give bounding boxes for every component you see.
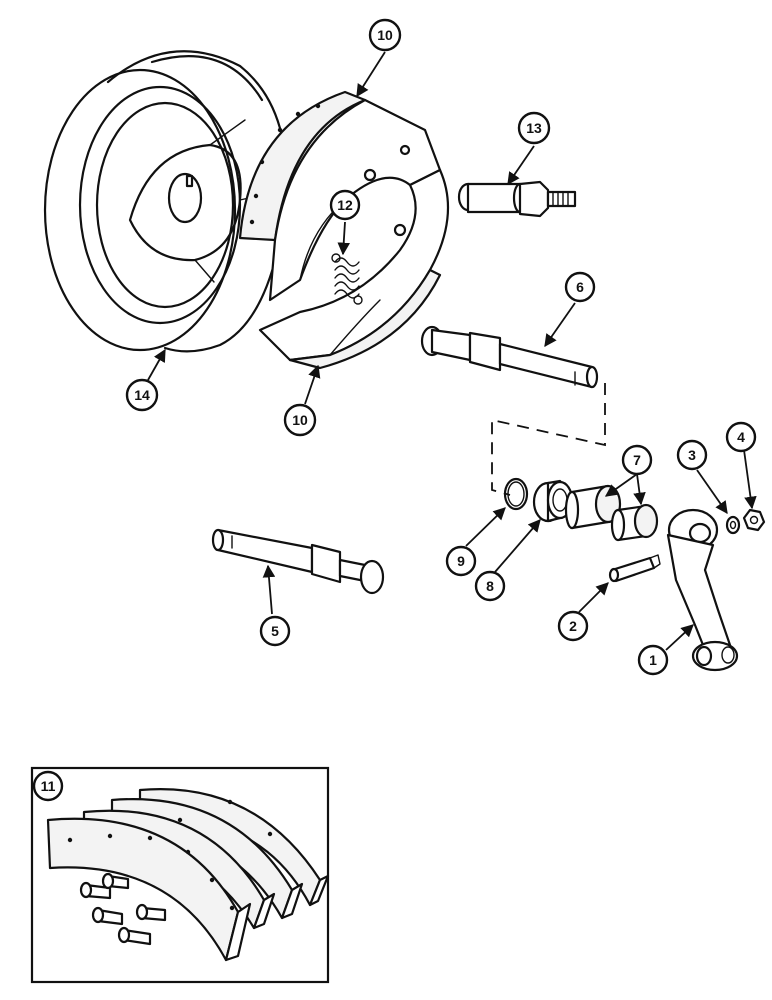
- rivets: [79, 872, 167, 946]
- callout-4: 4: [725, 421, 757, 453]
- brake-drum: [43, 50, 288, 353]
- brake-shoe-assembly: [238, 90, 450, 370]
- shaft-pin-5: [211, 528, 385, 595]
- callout-11: 11: [32, 770, 64, 802]
- svg-text:12: 12: [337, 197, 353, 213]
- svg-text:13: 13: [526, 120, 542, 136]
- lever-arm-1: [666, 508, 739, 672]
- svg-text:1: 1: [649, 652, 657, 668]
- svg-text:10: 10: [292, 412, 308, 428]
- leader-lines: [147, 51, 757, 651]
- callout-6: 6: [564, 271, 596, 303]
- taper-pin-2: [608, 554, 661, 583]
- callout-8: 8: [474, 570, 506, 602]
- svg-text:11: 11: [41, 778, 56, 794]
- svg-text:3: 3: [688, 447, 696, 463]
- shaft-pin-6: [420, 325, 599, 389]
- svg-text:7: 7: [633, 452, 641, 468]
- circlip-9: [503, 477, 529, 511]
- callout-13: 13: [517, 111, 551, 145]
- callout-1: 1: [637, 644, 669, 676]
- svg-text:4: 4: [737, 429, 745, 445]
- anchor-stud: [457, 180, 577, 218]
- bushes-7: [564, 484, 659, 542]
- svg-text:10: 10: [377, 27, 393, 43]
- callout-2: 2: [557, 610, 589, 642]
- callout-10-bottom: 10: [283, 403, 317, 437]
- callout-10-top: 10: [368, 18, 402, 52]
- svg-text:8: 8: [486, 578, 494, 594]
- callout-9: 9: [445, 545, 477, 577]
- svg-text:9: 9: [457, 553, 465, 569]
- washer-3: [725, 515, 741, 535]
- nut-4: [742, 508, 766, 532]
- svg-text:5: 5: [271, 623, 279, 639]
- callout-7: 7: [621, 444, 653, 476]
- inset-lining-kit: [30, 766, 330, 984]
- callout-5: 5: [259, 615, 291, 647]
- callout-12: 12: [329, 189, 361, 221]
- svg-text:6: 6: [576, 279, 584, 295]
- svg-text:2: 2: [569, 618, 577, 634]
- svg-text:14: 14: [134, 387, 150, 403]
- callout-3: 3: [676, 439, 708, 471]
- assembly-dashed-line: [491, 383, 606, 496]
- callout-14: 14: [125, 378, 159, 412]
